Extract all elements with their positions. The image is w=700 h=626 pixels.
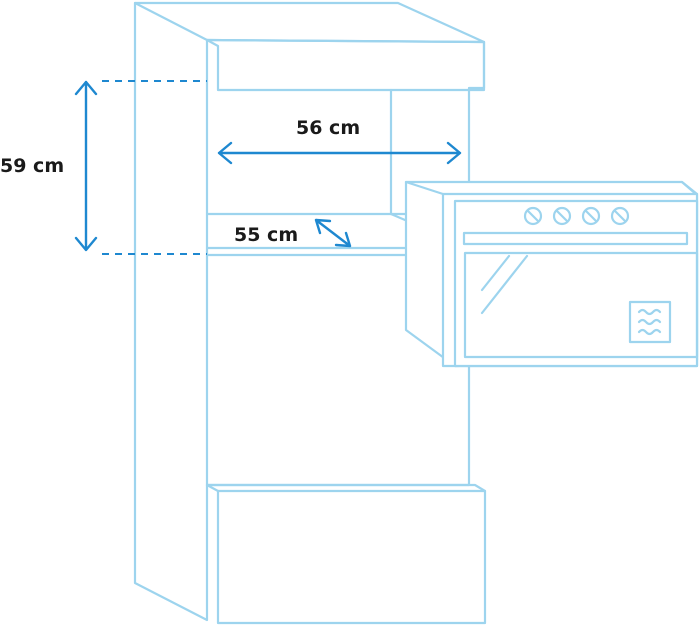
width-dimension: 56 cm [217, 117, 462, 165]
depth-label: 55 cm [234, 224, 298, 246]
height-label: 59 cm [0, 155, 64, 177]
height-dimension: 59 cm [0, 80, 207, 255]
cabinet [133, 1, 487, 625]
wave-icon [628, 300, 672, 344]
oven-glass-reflection [480, 254, 529, 315]
oven-front-face [453, 199, 699, 368]
cabinet-side-panel [133, 1, 209, 622]
top-panel [205, 38, 486, 92]
bottom-drawer [205, 483, 487, 625]
depth-dimension: 55 cm [234, 218, 352, 248]
depth-arrow [314, 218, 352, 248]
width-arrow [217, 141, 462, 165]
height-arrow [74, 80, 98, 252]
oven-control-strip [462, 231, 689, 246]
cabinet-top-panel [133, 1, 486, 44]
oven [404, 180, 699, 368]
knob-3-icon [581, 206, 601, 226]
oven-knobs [523, 206, 630, 226]
knob-4-icon [610, 206, 630, 226]
oven-door-window [463, 251, 699, 359]
niche-shelf [205, 246, 407, 257]
oven-top-edge [404, 180, 699, 196]
knob-1-icon [523, 206, 543, 226]
width-label: 56 cm [296, 117, 360, 139]
knob-2-icon [552, 206, 572, 226]
niche-shelf-edge [389, 212, 407, 222]
